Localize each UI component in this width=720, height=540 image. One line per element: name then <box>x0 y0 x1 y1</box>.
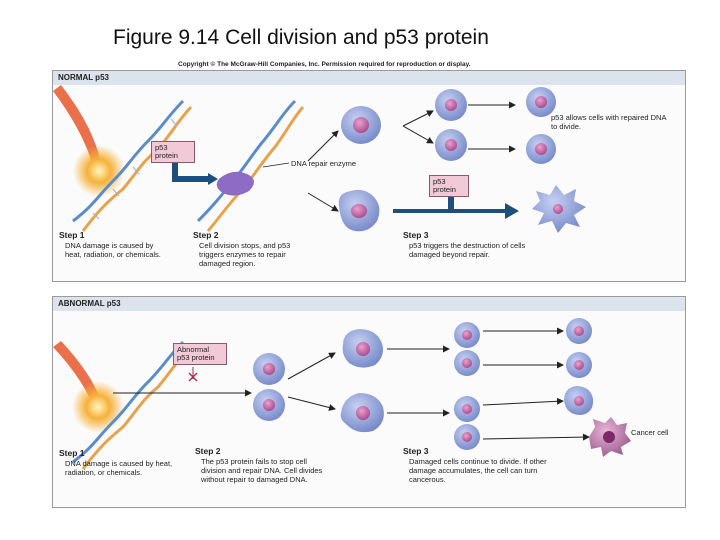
normal-step1-title: Step 1 <box>59 230 85 240</box>
normal-p53-panel: NORMAL p53 <box>52 70 686 282</box>
dividing-cell-lower <box>454 396 480 450</box>
blocked-x-mark <box>188 372 198 382</box>
dna-repair-enzyme-shape <box>216 171 254 196</box>
dna-repair-enzyme-label: DNA repair enzyme <box>291 159 357 168</box>
daughter-cell-upper <box>342 329 383 368</box>
normal-step3-text: p53 triggers the destruction of cells da… <box>409 241 526 259</box>
normal-diagram-art <box>53 85 586 233</box>
abnormal-step1-title: Step 1 <box>59 448 85 458</box>
panel-title-normal: NORMAL p53 <box>58 73 109 82</box>
damaged-cell <box>338 189 380 232</box>
normal-step1-text: DNA damage is caused by heat, radiation,… <box>65 241 161 259</box>
abnormal-step3-text: Damaged cells continue to divide. If oth… <box>409 457 547 484</box>
abnormal-step2-text: The p53 protein fails to stop cell divis… <box>201 457 323 484</box>
figure-title: Figure 9.14 Cell division and p53 protei… <box>113 26 489 49</box>
abnormal-p53-panel: ABNORMAL p53 <box>52 296 686 508</box>
normal-step2-title: Step 2 <box>193 230 219 240</box>
normal-step3-title: Step 3 <box>403 230 429 240</box>
panel-title-abnormal: ABNORMAL p53 <box>58 299 121 308</box>
cell-right-2 <box>566 352 592 378</box>
normal-step2-text: Cell division stops, and p53 triggers en… <box>199 241 291 268</box>
cancer-cell-label: Cancer cell <box>631 428 669 437</box>
dividing-cell <box>435 89 467 161</box>
dna-helix-1 <box>72 99 193 232</box>
abnormal-p53-label: Abnormal p53 protein <box>173 343 227 365</box>
abnormal-step1-text: DNA damage is caused by heat, radiation,… <box>65 459 173 477</box>
daughter-cell-2 <box>526 134 556 164</box>
cell-right-1 <box>566 318 592 344</box>
daughter-cell-1 <box>526 87 556 117</box>
cell-right-3 <box>564 386 594 415</box>
abnormal-diagram-art <box>53 318 631 470</box>
main-navy-arrow <box>393 203 519 219</box>
dividing-damaged-cell <box>253 353 285 421</box>
dividing-cell-upper <box>454 322 480 376</box>
radiation-beam <box>53 85 101 166</box>
p53-path-1 <box>172 159 208 182</box>
destroyed-cell <box>532 185 586 233</box>
panel-header-band <box>53 297 685 311</box>
abnormal-step3-title: Step 3 <box>403 446 429 456</box>
repaired-cell <box>341 106 381 144</box>
damage-glow <box>72 381 124 433</box>
dna-helix-2 <box>196 99 305 232</box>
copyright-notice: Copyright © The McGraw-Hill Companies, I… <box>178 61 471 68</box>
panel-header-band <box>53 71 685 85</box>
p53-protein-label-1: p53 protein <box>151 141 195 163</box>
abnormal-step2-title: Step 2 <box>195 446 221 456</box>
daughter-cell-lower <box>340 393 384 433</box>
divide-note: p53 allows cells with repaired DNA to di… <box>551 113 667 131</box>
damage-glow <box>73 145 125 197</box>
cancer-cell <box>589 417 631 457</box>
p53-protein-label-2: p53 protein <box>429 175 469 197</box>
